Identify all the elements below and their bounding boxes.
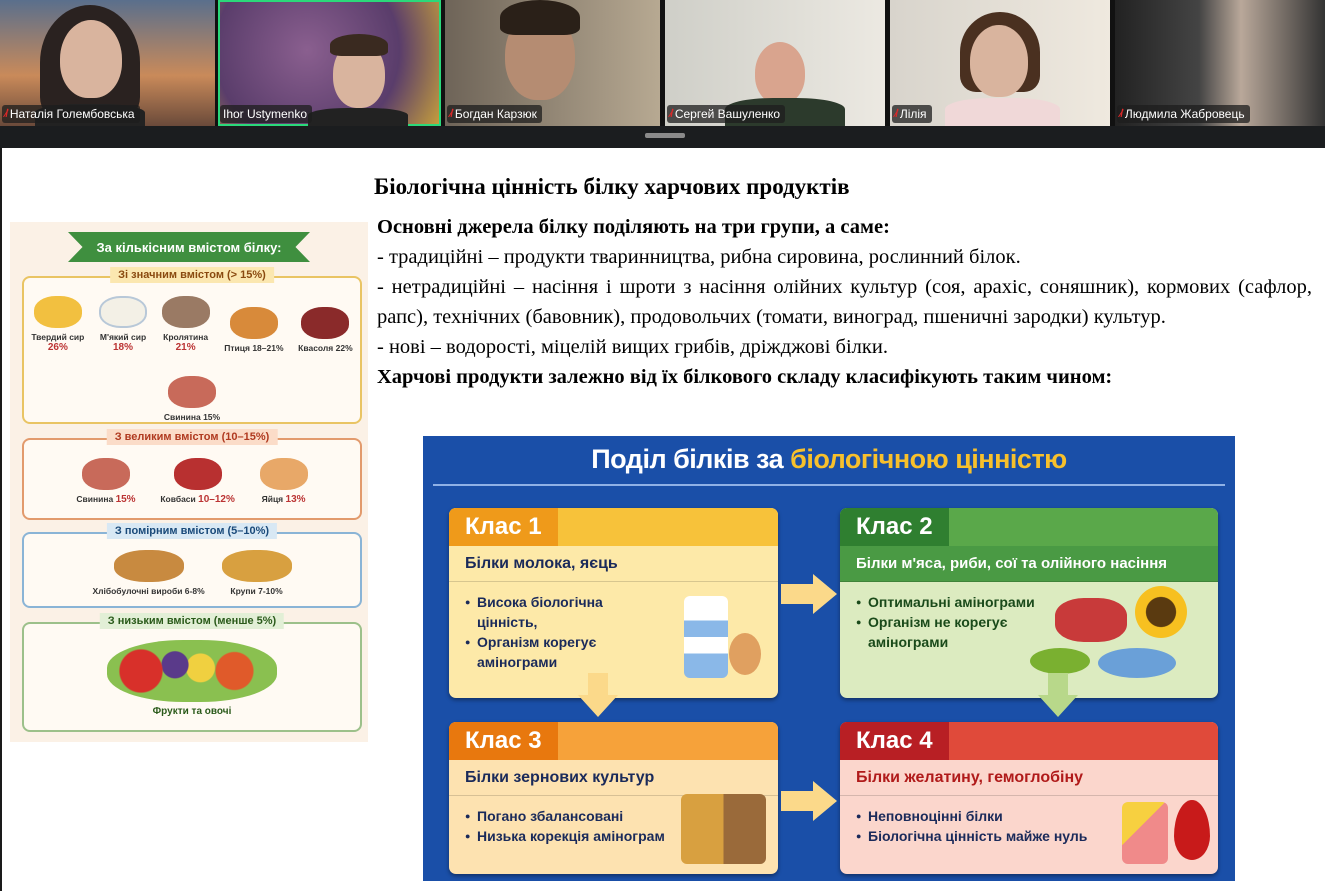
shared-slide: Біологічна цінність білку харчових проду…: [2, 148, 1325, 891]
food-item: Свинина 15%: [164, 376, 220, 422]
arrow-down-icon: [1038, 673, 1078, 717]
video-tile[interactable]: ⁄̸Сергей Вашуленко: [665, 0, 885, 126]
blood-drop-icon: [1174, 800, 1210, 860]
food-item: Птиця 18–21%: [224, 307, 284, 353]
participant-name: ⁄̸Наталія Голембовська: [2, 105, 140, 123]
sunflower-icon: [1135, 586, 1187, 638]
group-low: З низьким вмістом (менше 5%) Фрукти та о…: [22, 613, 362, 732]
mic-muted-icon: ⁄̸: [450, 108, 452, 120]
protein-classes-infographic: Поділ білків за біологічною цінністю Кла…: [423, 436, 1235, 881]
peas-icon: [1030, 648, 1090, 674]
arrow-down-icon: [578, 673, 618, 717]
class-2-card: Клас 2 Білки м'яса, риби, сої та олійног…: [840, 508, 1218, 698]
fish-icon: [1098, 648, 1176, 678]
food-item: Фрукти та овочі: [107, 640, 277, 717]
video-tile[interactable]: ⁄̸Богдан Карзюк: [445, 0, 660, 126]
arrow-right-icon: [781, 574, 837, 614]
infographic-title: Поділ білків за біологічною цінністю: [591, 444, 1067, 474]
participant-name: Ihor Ustymenko: [220, 105, 313, 123]
food-item: Ковбаси 10–12%: [160, 458, 235, 505]
gelatin-cubes-icon: [1122, 802, 1168, 864]
food-item: Крупи 7-10%: [221, 550, 292, 596]
slide-title: Біологічна цінність білку харчових проду…: [374, 174, 850, 199]
participant-name: ⁄̸Богдан Карзюк: [447, 105, 542, 123]
participant-name: ⁄̸Лілія: [892, 105, 932, 123]
mic-muted-icon: ⁄̸: [5, 108, 7, 120]
infographic-title: За кількісним вмістом білку:: [68, 232, 310, 262]
video-tile[interactable]: ⁄̸Лілія: [890, 0, 1110, 126]
milk-carton-icon: [684, 596, 728, 678]
participant-name: ⁄̸Сергей Вашуленко: [667, 105, 786, 123]
protein-content-infographic: За кількісним вмістом білку: Зі значним …: [10, 222, 368, 742]
video-strip: ⁄̸Наталія Голембовська Ihor Ustymenko ⁄̸…: [0, 0, 1325, 126]
class-4-card: Клас 4 Білки желатину, гемоглобіну Непов…: [840, 722, 1218, 874]
group-large: З великим вмістом (10–15%) Свинина 15% К…: [22, 429, 362, 520]
mic-muted-icon: ⁄̸: [895, 108, 897, 120]
mic-muted-icon: ⁄̸: [1120, 108, 1122, 120]
meat-icon: [1055, 598, 1127, 642]
wheat-icon: [681, 794, 766, 864]
class-1-card: Клас 1 Білки молока, яєць Висока біологі…: [449, 508, 778, 698]
food-item: Хлібобулочні вироби 6-8%: [92, 550, 205, 596]
resize-handle[interactable]: [645, 133, 685, 138]
video-tile-active-speaker[interactable]: Ihor Ustymenko: [218, 0, 441, 126]
egg-icon: [729, 633, 761, 675]
video-tile[interactable]: ⁄̸Наталія Голембовська: [0, 0, 215, 126]
group-moderate: З помірним вмістом (5–10%) Хлібобулочні …: [22, 523, 362, 608]
participant-name: ⁄̸Людмила Жабровець: [1117, 105, 1250, 123]
food-item: Свинина 15%: [76, 458, 136, 505]
mic-muted-icon: ⁄̸: [670, 108, 672, 120]
food-item: Квасоля 22%: [298, 307, 353, 353]
slide-body: Основні джерела білку поділяють на три г…: [377, 216, 1312, 388]
food-item: Яйця 13%: [259, 458, 308, 505]
video-tile[interactable]: ⁄̸Людмила Жабровець: [1115, 0, 1325, 126]
class-3-card: Клас 3 Білки зернових культур Погано зба…: [449, 722, 778, 874]
arrow-right-icon: [781, 781, 837, 821]
